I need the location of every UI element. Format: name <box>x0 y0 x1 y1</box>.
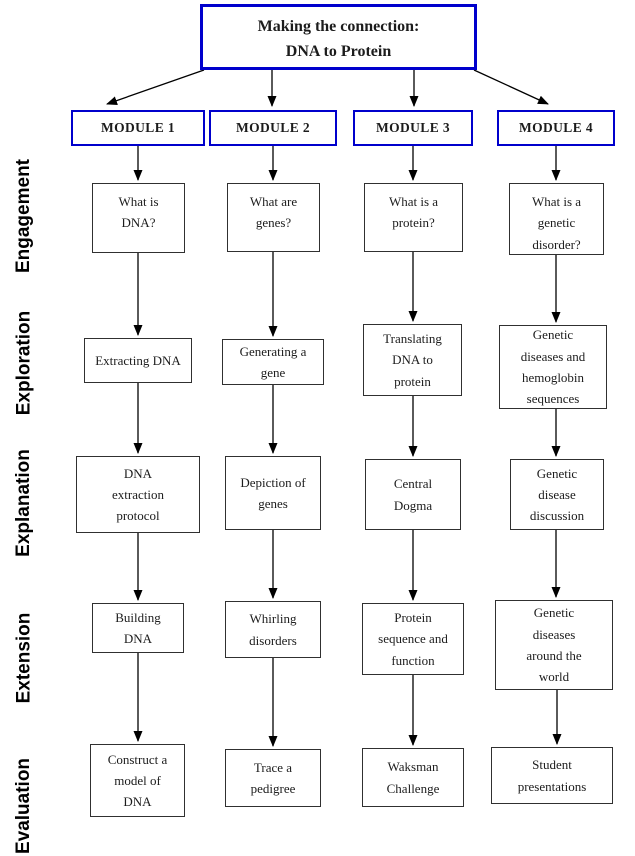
module3-step-extension: Protein sequence and function <box>362 603 464 675</box>
phase-label-evaluation: Evaluation <box>13 757 35 855</box>
phase-label-exploration: Exploration <box>13 310 35 416</box>
arrow-title-module1 <box>106 69 205 105</box>
module2-step-evaluation: Trace a pedigree <box>225 749 321 807</box>
module3-step-explanation: Central Dogma <box>365 459 461 530</box>
module4-step-engagement: What is a genetic disorder? <box>509 183 604 255</box>
module1-header: MODULE 1 <box>71 110 205 146</box>
module4-step-explanation: Genetic disease discussion <box>510 459 604 530</box>
title-box: Making the connection: DNA to Protein <box>200 4 477 70</box>
module1-step-explanation: DNA extraction protocol <box>76 456 200 533</box>
module1-step-extension: Building DNA <box>92 603 184 653</box>
arrow-title-module4 <box>473 69 549 105</box>
module3-header: MODULE 3 <box>353 110 473 146</box>
module1-step-exploration: Extracting DNA <box>84 338 192 383</box>
title-line-1: Making the connection: <box>257 18 420 35</box>
module4-header: MODULE 4 <box>497 110 615 146</box>
module4-step-exploration: Genetic diseases and hemoglobin sequence… <box>499 325 607 409</box>
title-line-2: DNA to Protein <box>285 42 392 60</box>
module2-step-exploration: Generating a gene <box>222 339 324 385</box>
module2-step-engagement: What are genes? <box>227 183 320 252</box>
module1-step-evaluation: Construct a model of DNA <box>90 744 185 817</box>
module1-step-engagement: What is DNA? <box>92 183 185 253</box>
module3-step-evaluation: Waksman Challenge <box>362 748 464 807</box>
phase-label-extension: Extension <box>13 612 34 704</box>
phase-label-explanation: Explanation <box>13 449 34 557</box>
phase-label-engagement: Engagement <box>13 158 34 274</box>
module2-header: MODULE 2 <box>209 110 337 146</box>
module4-step-extension: Genetic diseases around the world <box>495 600 613 690</box>
module4-step-evaluation: Student presentations <box>491 747 613 804</box>
module3-step-engagement: What is a protein? <box>364 183 463 252</box>
module3-step-exploration: Translating DNA to protein <box>363 324 462 396</box>
module2-step-explanation: Depiction of genes <box>225 456 321 530</box>
module2-step-extension: Whirling disorders <box>225 601 321 658</box>
